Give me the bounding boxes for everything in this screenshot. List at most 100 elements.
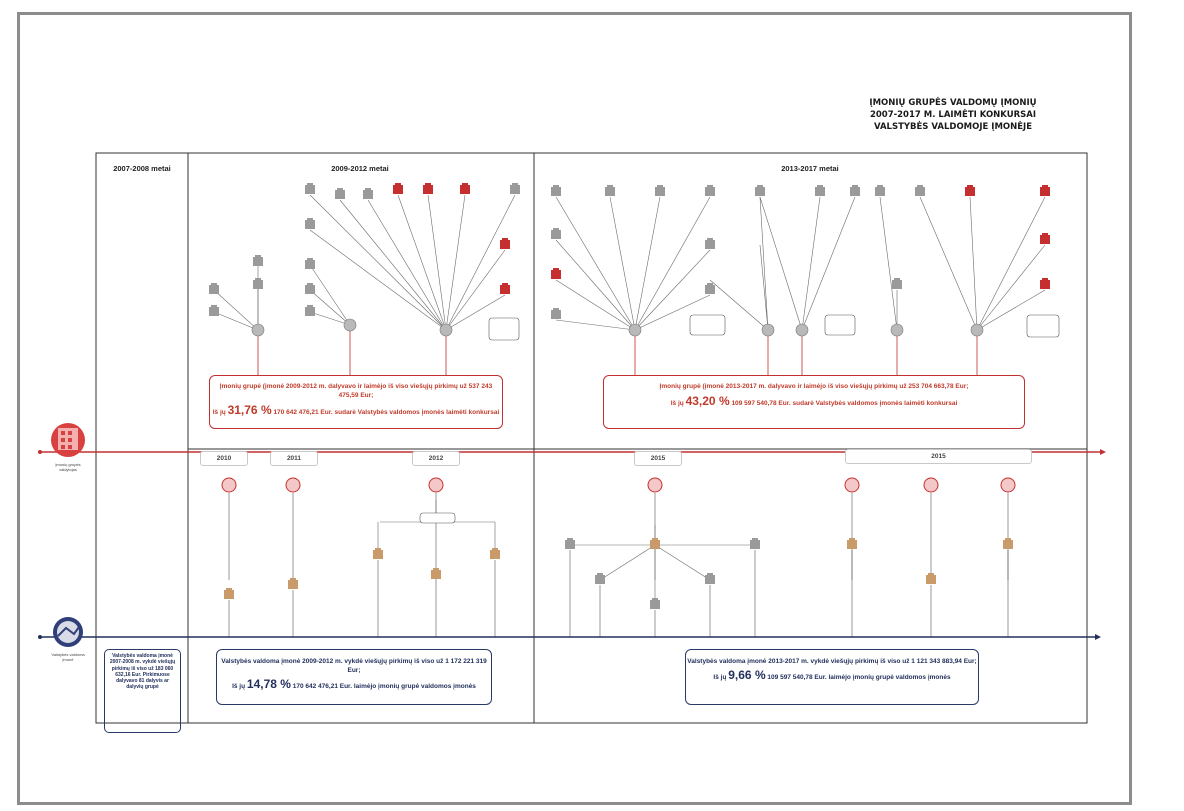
- connector-line: [919, 196, 978, 331]
- red-company-icon: [221, 477, 237, 493]
- note-box: [488, 317, 520, 341]
- connector-lines: [213, 194, 1046, 637]
- building-icon: [373, 548, 383, 559]
- building-icon: [847, 538, 857, 549]
- group-summary-box-2013-2017: Įmonių grupė (įmonė 2013-2017 m. dalyvav…: [603, 375, 1025, 429]
- connector-line: [309, 289, 351, 326]
- connector-line: [445, 294, 506, 331]
- connector-line: [445, 194, 466, 331]
- hub-company-icon: [795, 323, 809, 337]
- building-icon: [551, 308, 561, 319]
- red-building-icon: [1040, 233, 1050, 244]
- title-line-1: ĮMONIŲ GRUPĖS VALDOMŲ ĮMONIŲ: [869, 98, 1037, 108]
- group-owner-icon: [51, 423, 85, 457]
- connector-line: [555, 196, 636, 331]
- share-prefix: Iš jų: [670, 400, 684, 407]
- building-icon: [510, 183, 520, 194]
- building-icon: [288, 578, 298, 589]
- connector-line: [213, 311, 259, 331]
- connector-line: [759, 196, 769, 331]
- connector-line: [309, 194, 447, 331]
- red-building-icon: [423, 183, 433, 194]
- connector-line: [759, 244, 769, 331]
- building-icon: [705, 238, 715, 249]
- top-right-region: [533, 152, 1088, 450]
- group-summary-box-2009-2012: Įmonių grupė (įmonė 2009-2012 m. dalyvav…: [209, 375, 503, 429]
- share-percent: 31,76 %: [227, 403, 272, 417]
- building-icon: [253, 255, 263, 266]
- building-icon: [875, 185, 885, 196]
- connector-line: [599, 544, 656, 581]
- building-icon: [705, 185, 715, 196]
- hub-company-icon: [343, 318, 357, 332]
- group-summary-line: Įmonių grupė (įmonė 2013-2017 m. dalyvav…: [659, 383, 969, 390]
- connector-line: [445, 249, 506, 331]
- building-icon: [363, 188, 373, 199]
- building-icon: [650, 598, 660, 609]
- red-company-icon: [844, 477, 860, 493]
- connector-line: [339, 199, 447, 331]
- state-timeline-start: [38, 635, 42, 639]
- connector-line: [634, 294, 711, 331]
- building-icon: [755, 185, 765, 196]
- group-summary-share: Iš jų 31,76 % 170 642 476,21 Eur. sudarė…: [210, 403, 502, 417]
- group-owner-label: Įmonių grupės valdytojas: [55, 462, 81, 472]
- share-rest: 109 597 540,78 Eur. sudarė Valstybės val…: [731, 400, 958, 407]
- year-label-2015-b: 2015: [845, 449, 1032, 464]
- note-box: [1026, 314, 1060, 338]
- red-building-icon: [1040, 278, 1050, 289]
- building-icon: [551, 185, 561, 196]
- building-icon: [431, 568, 441, 579]
- connector-line: [555, 279, 636, 331]
- building-icon: [305, 283, 315, 294]
- building-icon: [565, 538, 575, 549]
- connector-line: [759, 196, 803, 331]
- share-prefix: Iš jų: [232, 683, 246, 690]
- red-company-icon: [428, 477, 444, 493]
- building-icon: [605, 185, 615, 196]
- building-icon: [1003, 538, 1013, 549]
- connector-line: [445, 194, 516, 331]
- red-building-icon: [551, 268, 561, 279]
- year-label-2010: 2010: [200, 451, 248, 466]
- node-icons: [209, 183, 1060, 609]
- connector-line: [427, 194, 447, 331]
- building-icon: [915, 185, 925, 196]
- building-icon: [650, 538, 660, 549]
- note-box: [419, 512, 456, 524]
- period-label-2007-2008: 2007-2008 metai: [113, 164, 171, 173]
- connector-line: [555, 319, 636, 331]
- share-percent: 43,20 %: [685, 394, 730, 408]
- red-company-icon: [285, 477, 301, 493]
- share-rest: 170 642 476,21 Eur. laimėjo įmonių grupė…: [292, 683, 476, 690]
- year-label-2012: 2012: [412, 451, 460, 466]
- state-summary-line: Valstybės valdoma įmonė 2013-2017 m. vyk…: [687, 658, 977, 665]
- note-box: [824, 314, 856, 336]
- building-icon: [305, 183, 315, 194]
- connector-line: [609, 196, 636, 331]
- building-icon: [705, 283, 715, 294]
- hub-company-icon: [970, 323, 984, 337]
- connector-line: [555, 239, 636, 331]
- state-enterprise-label: Valstybės valdoma įmonė: [51, 652, 85, 662]
- connector-line: [634, 196, 661, 331]
- building-icon: [253, 278, 263, 289]
- share-prefix: Iš jų: [212, 409, 226, 416]
- hub-company-icon: [761, 323, 775, 337]
- building-icon: [551, 228, 561, 239]
- period-label-2009-2012: 2009-2012 metai: [331, 164, 389, 173]
- hub-company-icon: [251, 323, 265, 337]
- building-icon: [850, 185, 860, 196]
- year-label-2015-a: 2015: [634, 451, 682, 466]
- hub-company-icon: [628, 323, 642, 337]
- connector-line: [309, 264, 351, 326]
- state-timeline-arrow: [1095, 634, 1101, 640]
- share-percent: 14,78 %: [246, 677, 291, 691]
- building-icon: [926, 573, 936, 584]
- connector-line: [976, 289, 1046, 331]
- connector-line: [213, 289, 259, 331]
- title-line-2: 2007-2017 M. LAIMĖTI KONKURSAI: [869, 110, 1037, 120]
- building-icon: [224, 588, 234, 599]
- red-company-icon: [923, 477, 939, 493]
